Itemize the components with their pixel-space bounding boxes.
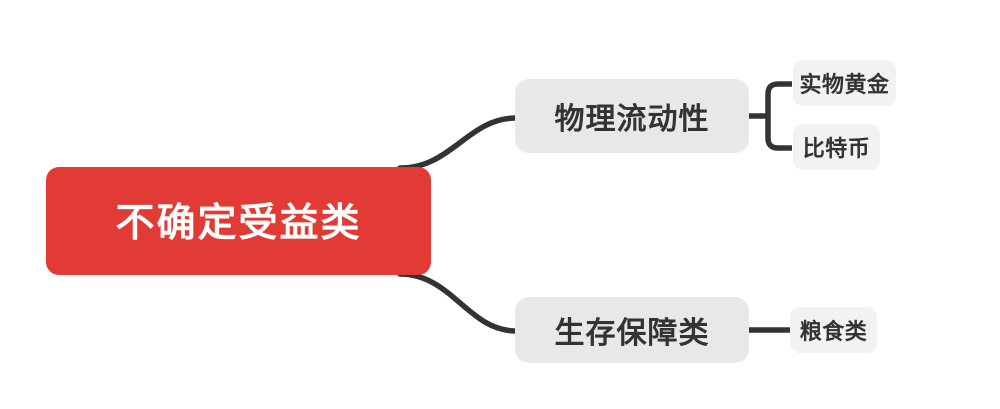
mindmap-leaf-node-physical-gold[interactable]: 实物黄金 — [793, 60, 896, 106]
connector-root-to-branch-0 — [397, 115, 519, 171]
connector-root-to-branch-1 — [397, 271, 519, 334]
mindmap-branch-node-physical-liquidity[interactable]: 物理流动性 — [515, 79, 749, 153]
mindmap-root-node[interactable]: 不确定受益类 — [46, 167, 431, 275]
mindmap-branch-node-survival-security[interactable]: 生存保障类 — [515, 297, 749, 363]
connector-branch-0-bracket — [765, 81, 792, 151]
mindmap-leaf-node-grain[interactable]: 粮食类 — [790, 307, 877, 353]
mindmap-leaf-node-bitcoin[interactable]: 比特币 — [793, 124, 880, 170]
